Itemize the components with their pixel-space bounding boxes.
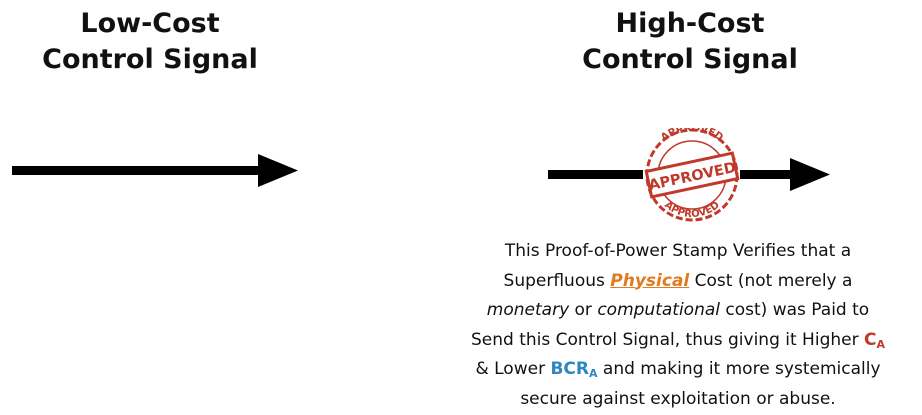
low-cost-title-line1: Low-Cost — [80, 8, 220, 39]
high-cost-title: High-Cost Control Signal — [540, 6, 840, 78]
low-cost-title-line2: Control Signal — [42, 44, 258, 75]
high-cost-title-line2: Control Signal — [582, 44, 798, 75]
bcr-symbol: BCRA — [550, 359, 598, 380]
caption-line-4: Send this Control Signal, thus giving it… — [471, 329, 885, 351]
high-cost-arrow-shaft-left — [548, 170, 643, 179]
physical-keyword: Physical — [610, 270, 690, 291]
caption-line-2: Superfluous Physical Cost (not merely a — [503, 270, 853, 291]
ca-symbol: CA — [863, 329, 885, 351]
caption-line-3: monetary or computational cost) was Paid… — [486, 300, 870, 320]
low-cost-arrow-head — [258, 154, 298, 187]
stamp-banner — [644, 151, 740, 199]
computational-keyword: computational — [597, 300, 720, 320]
low-cost-title: Low-Cost Control Signal — [0, 6, 300, 78]
caption-line-5: & Lower BCRA and making it more systemic… — [475, 359, 881, 380]
low-cost-arrow-shaft — [12, 166, 262, 175]
high-cost-arrow-with-stamp: APPROVED APPROVED APPROVED — [548, 128, 830, 222]
high-cost-arrow-head — [790, 158, 830, 191]
high-cost-arrow-icon — [548, 158, 830, 191]
low-cost-arrow-icon — [12, 154, 298, 187]
caption-line-1: This Proof-of-Power Stamp Verifies that … — [504, 241, 852, 261]
stamp-caption: This Proof-of-Power Stamp Verifies that … — [458, 237, 898, 414]
approved-stamp-icon: APPROVED APPROVED APPROVED — [644, 128, 740, 222]
monetary-keyword: monetary — [486, 300, 570, 320]
high-cost-arrow-shaft-right — [740, 170, 792, 179]
caption-line-6: secure against exploitation or abuse. — [520, 388, 836, 409]
high-cost-title-line1: High-Cost — [615, 8, 765, 39]
